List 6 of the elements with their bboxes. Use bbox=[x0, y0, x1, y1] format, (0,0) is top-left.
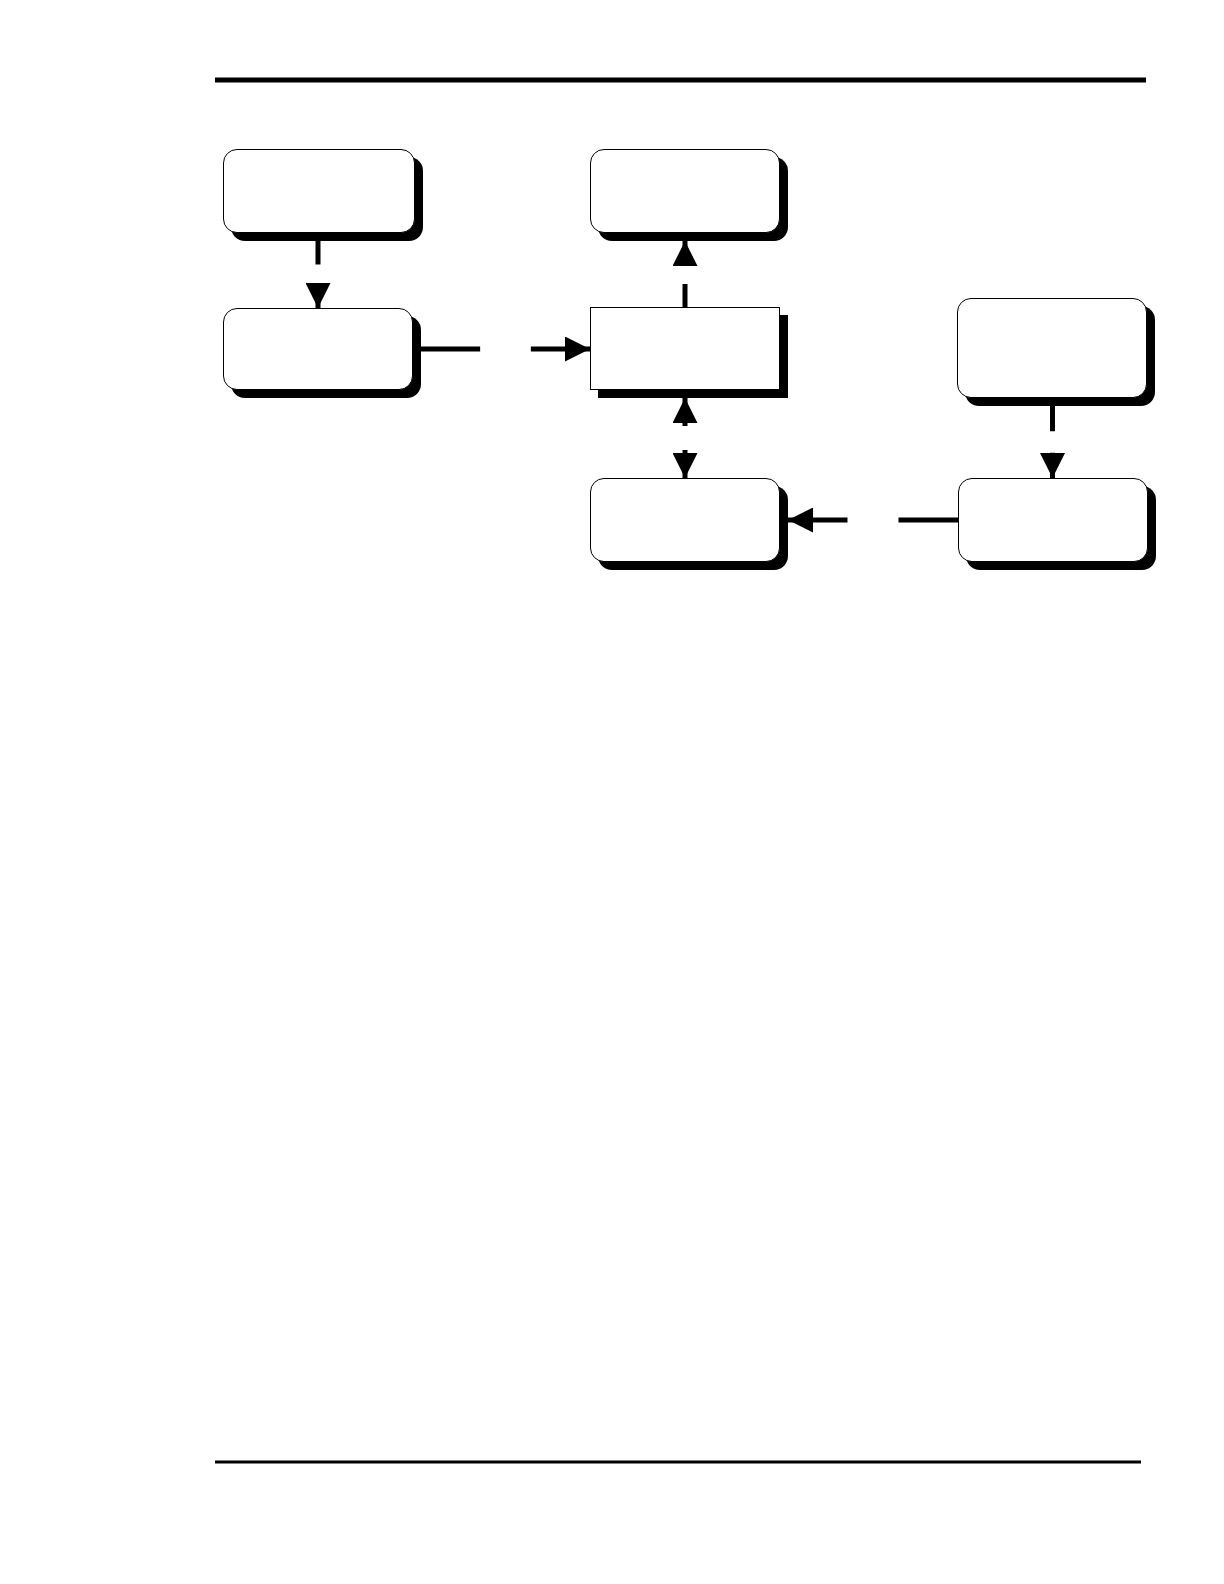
arrow bbox=[421, 336, 590, 362]
arrow bbox=[672, 241, 698, 307]
arrow bbox=[672, 398, 698, 478]
arrow bbox=[1040, 406, 1065, 478]
arrow bbox=[305, 241, 331, 308]
arrow bbox=[788, 507, 958, 533]
